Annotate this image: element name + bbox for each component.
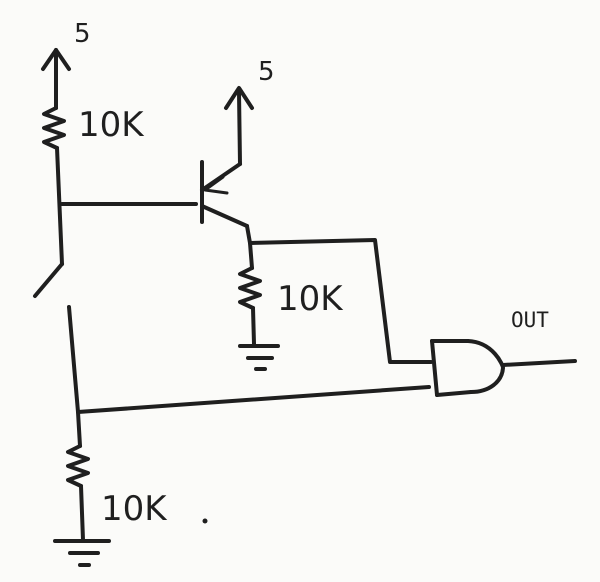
ground-bottom-icon	[53, 539, 111, 567]
collector-resistor-wire	[248, 241, 254, 270]
lower-input-wire	[76, 385, 431, 414]
emitter-supply-wire	[237, 90, 242, 166]
resistor-bottom-label: 10K	[101, 489, 168, 529]
output-label: OUT	[511, 308, 549, 332]
supply-voltage-right-label: 5	[258, 57, 275, 87]
resistor-bottom-icon	[66, 444, 90, 542]
resistor-middle-label: 10K	[277, 279, 344, 319]
left-upper-wire	[55, 146, 64, 266]
supply-voltage-left-label: 5	[74, 19, 91, 49]
bottom-left-wire	[76, 410, 82, 448]
output-wire	[501, 359, 577, 367]
and-gate-icon	[430, 339, 505, 397]
resistor-middle-icon	[238, 266, 262, 346]
left-lower-wire	[67, 305, 80, 414]
pnp-transistor-icon	[200, 160, 249, 228]
resistor-top-label: 10K	[78, 105, 145, 145]
supply-arrow-left	[41, 48, 71, 110]
ground-middle-icon	[238, 344, 280, 371]
switch-lever	[33, 262, 64, 298]
resistor-top-icon	[42, 106, 66, 150]
ink-dot	[202, 518, 208, 524]
supply-arrow-right	[224, 86, 254, 110]
collector-wire	[245, 224, 433, 364]
